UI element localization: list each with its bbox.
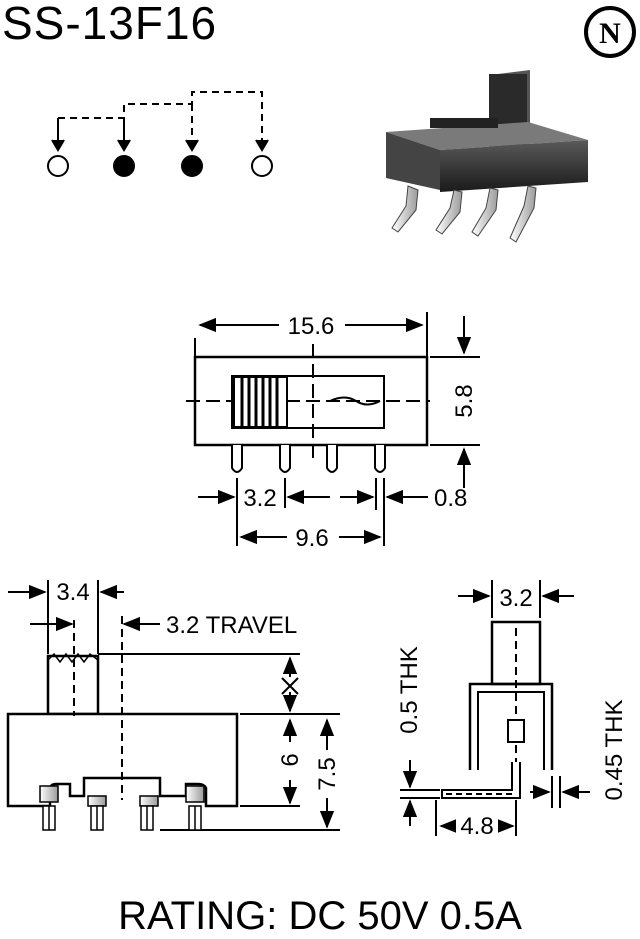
dim-height: 5.8 <box>451 384 478 417</box>
circuit-schematic <box>47 91 273 177</box>
dim-pitch: 3.2 <box>243 485 276 512</box>
side-view: 3.4 3.2 TRAVEL 6 7.5 <box>6 579 341 831</box>
product-render <box>386 70 588 243</box>
model-title: SS-13F16 <box>2 0 218 49</box>
dim-width: 15.6 <box>288 313 335 340</box>
dim-travel: 3.2 TRAVEL <box>166 612 297 639</box>
end-view: 3.2 0.5 THK 0.45 THK 4.8 <box>396 580 628 840</box>
dim-pin-length: 4.8 <box>460 813 493 840</box>
rating-label: RATING: DC 50V 0.5A <box>118 894 522 938</box>
dim-body-height: 6 <box>277 753 304 766</box>
dim-pin-thickness: 0.8 <box>434 485 467 512</box>
dim-span: 9.6 <box>295 525 328 552</box>
dim-actuator-width: 3.4 <box>56 579 89 606</box>
logo-letter: N <box>599 17 621 50</box>
dim-end-actuator: 3.2 <box>499 585 532 612</box>
dim-base-thickness: 0.5 THK <box>396 646 423 734</box>
front-view: 15.6 5.8 3.2 0.8 9.6 <box>186 311 480 552</box>
brand-logo: N <box>584 6 636 58</box>
actuator-knob <box>233 376 288 428</box>
dim-pin-thickness-end: 0.45 THK <box>601 700 628 801</box>
dim-total-height: 7.5 <box>314 757 341 790</box>
